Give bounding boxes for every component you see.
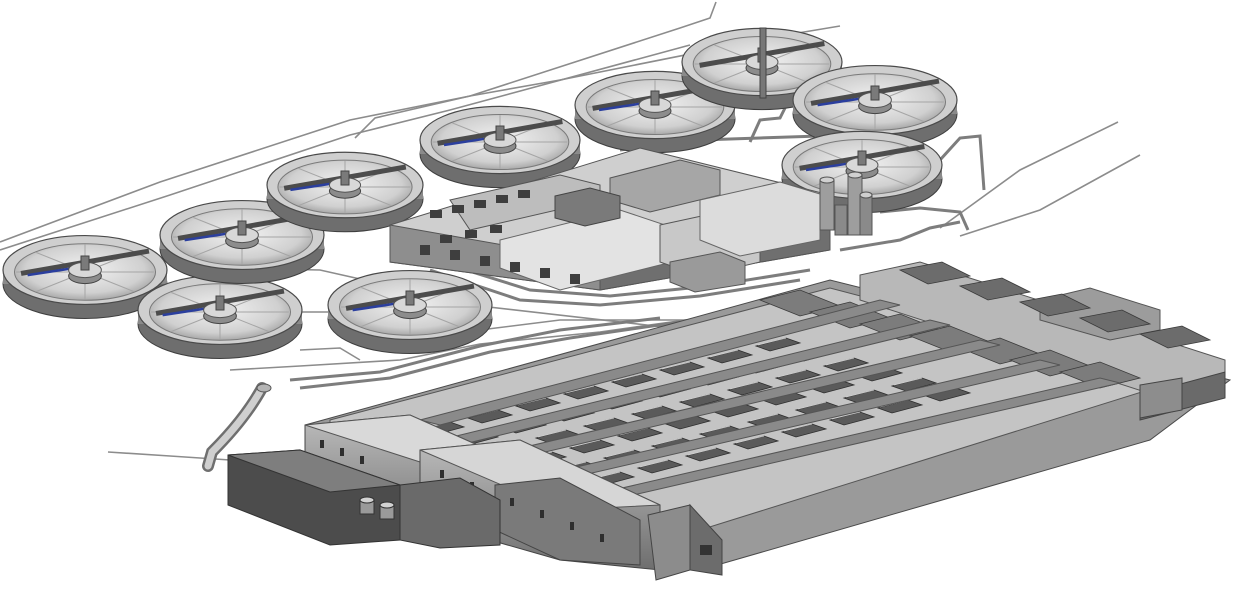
pump-unit xyxy=(359,496,375,515)
intake-pipe xyxy=(202,382,272,472)
clarifier-tank xyxy=(327,269,493,354)
open-basin xyxy=(1078,309,1152,333)
open-basin xyxy=(898,261,972,285)
intake-pumping-block xyxy=(227,449,501,549)
filtration-basin-complex xyxy=(304,261,1232,581)
clarifier-tank xyxy=(419,105,581,189)
open-basin xyxy=(1018,293,1092,317)
vertical-tanks xyxy=(819,171,873,236)
pump-unit xyxy=(379,501,395,520)
open-basin xyxy=(958,277,1032,301)
open-basin xyxy=(1138,325,1212,349)
clarifier-tank xyxy=(574,70,736,154)
clarifier-tank xyxy=(137,274,303,359)
clarifier-tank xyxy=(792,64,958,149)
central-process-building xyxy=(389,147,873,293)
clarifier-tank xyxy=(266,151,424,233)
clarifier-tank xyxy=(2,234,168,319)
vent-stack xyxy=(759,27,767,99)
clarifier-group xyxy=(2,27,958,359)
